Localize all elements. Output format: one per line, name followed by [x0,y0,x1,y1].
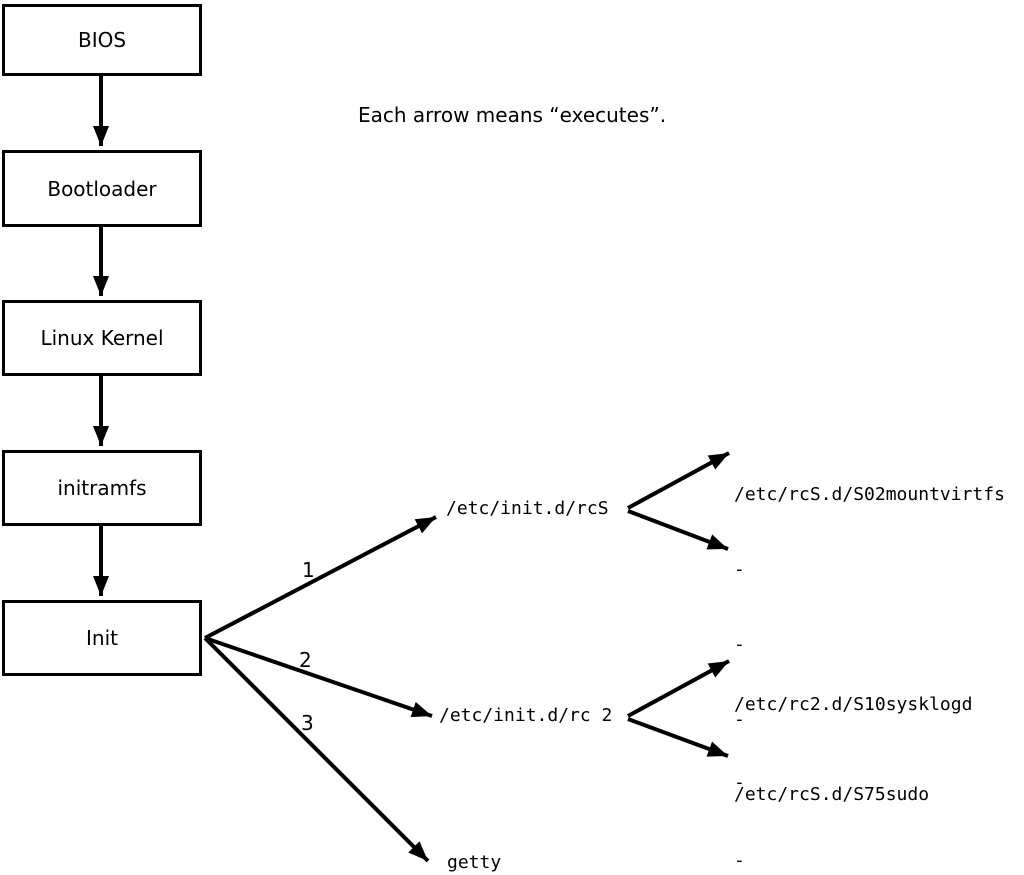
branch-2-number: 2 [299,648,312,672]
node-initramfs-label: initramfs [57,476,147,500]
node-bios: BIOS [2,4,202,76]
rc2-child-first: /etc/rc2.d/S10sysklogd [734,694,973,715]
rcs-child-ellipsis: - [734,709,745,730]
arrow-init-to-rc2 [204,636,433,718]
node-bootloader-label: Bootloader [47,176,157,201]
target-getty: getty [447,852,502,873]
rc2-child-ellipsis: - [734,772,745,793]
target-rcs: /etc/init.d/rcS [446,498,609,519]
arrow-init-to-getty [203,636,430,863]
node-linux-kernel: Linux Kernel [2,300,202,376]
node-initramfs: initramfs [2,450,202,526]
rcs-children-list: /etc/rcS.d/S02mountvirtfs - - - /etc/rcS… [734,432,1005,857]
target-rc2: /etc/init.d/rc 2 [439,705,613,726]
rc2-children-list: /etc/rc2.d/S10sysklogd - - - /etc/rc2.d/… [734,640,972,875]
arrow-init-to-rcs [204,515,437,640]
arrow-rc2-to-s10sysklogd [627,659,730,718]
arrow-rcs-to-s02mountvirtfs [627,451,730,510]
rc2-child-ellipsis: - [734,850,745,871]
arrow-rcs-to-s75sudo [627,509,729,551]
node-init-label: Init [86,626,118,650]
rcs-child-first: /etc/rcS.d/S02mountvirtfs [734,484,1005,505]
branch-1-number: 1 [302,558,315,582]
rcs-child-ellipsis: - [734,634,745,655]
rcs-child-last: /etc/rcS.d/S75sudo [734,784,930,805]
node-bios-label: BIOS [77,28,127,52]
rcs-child-ellipsis: - [734,559,745,580]
arrow-rc2-to-s99gdm [627,717,729,758]
node-bootloader: Bootloader [2,150,202,227]
node-init: Init [2,600,202,676]
node-linux-kernel-label: Linux Kernel [40,326,164,350]
legend-note: Each arrow means “executes”. [358,103,667,127]
branch-3-number: 3 [301,711,314,735]
